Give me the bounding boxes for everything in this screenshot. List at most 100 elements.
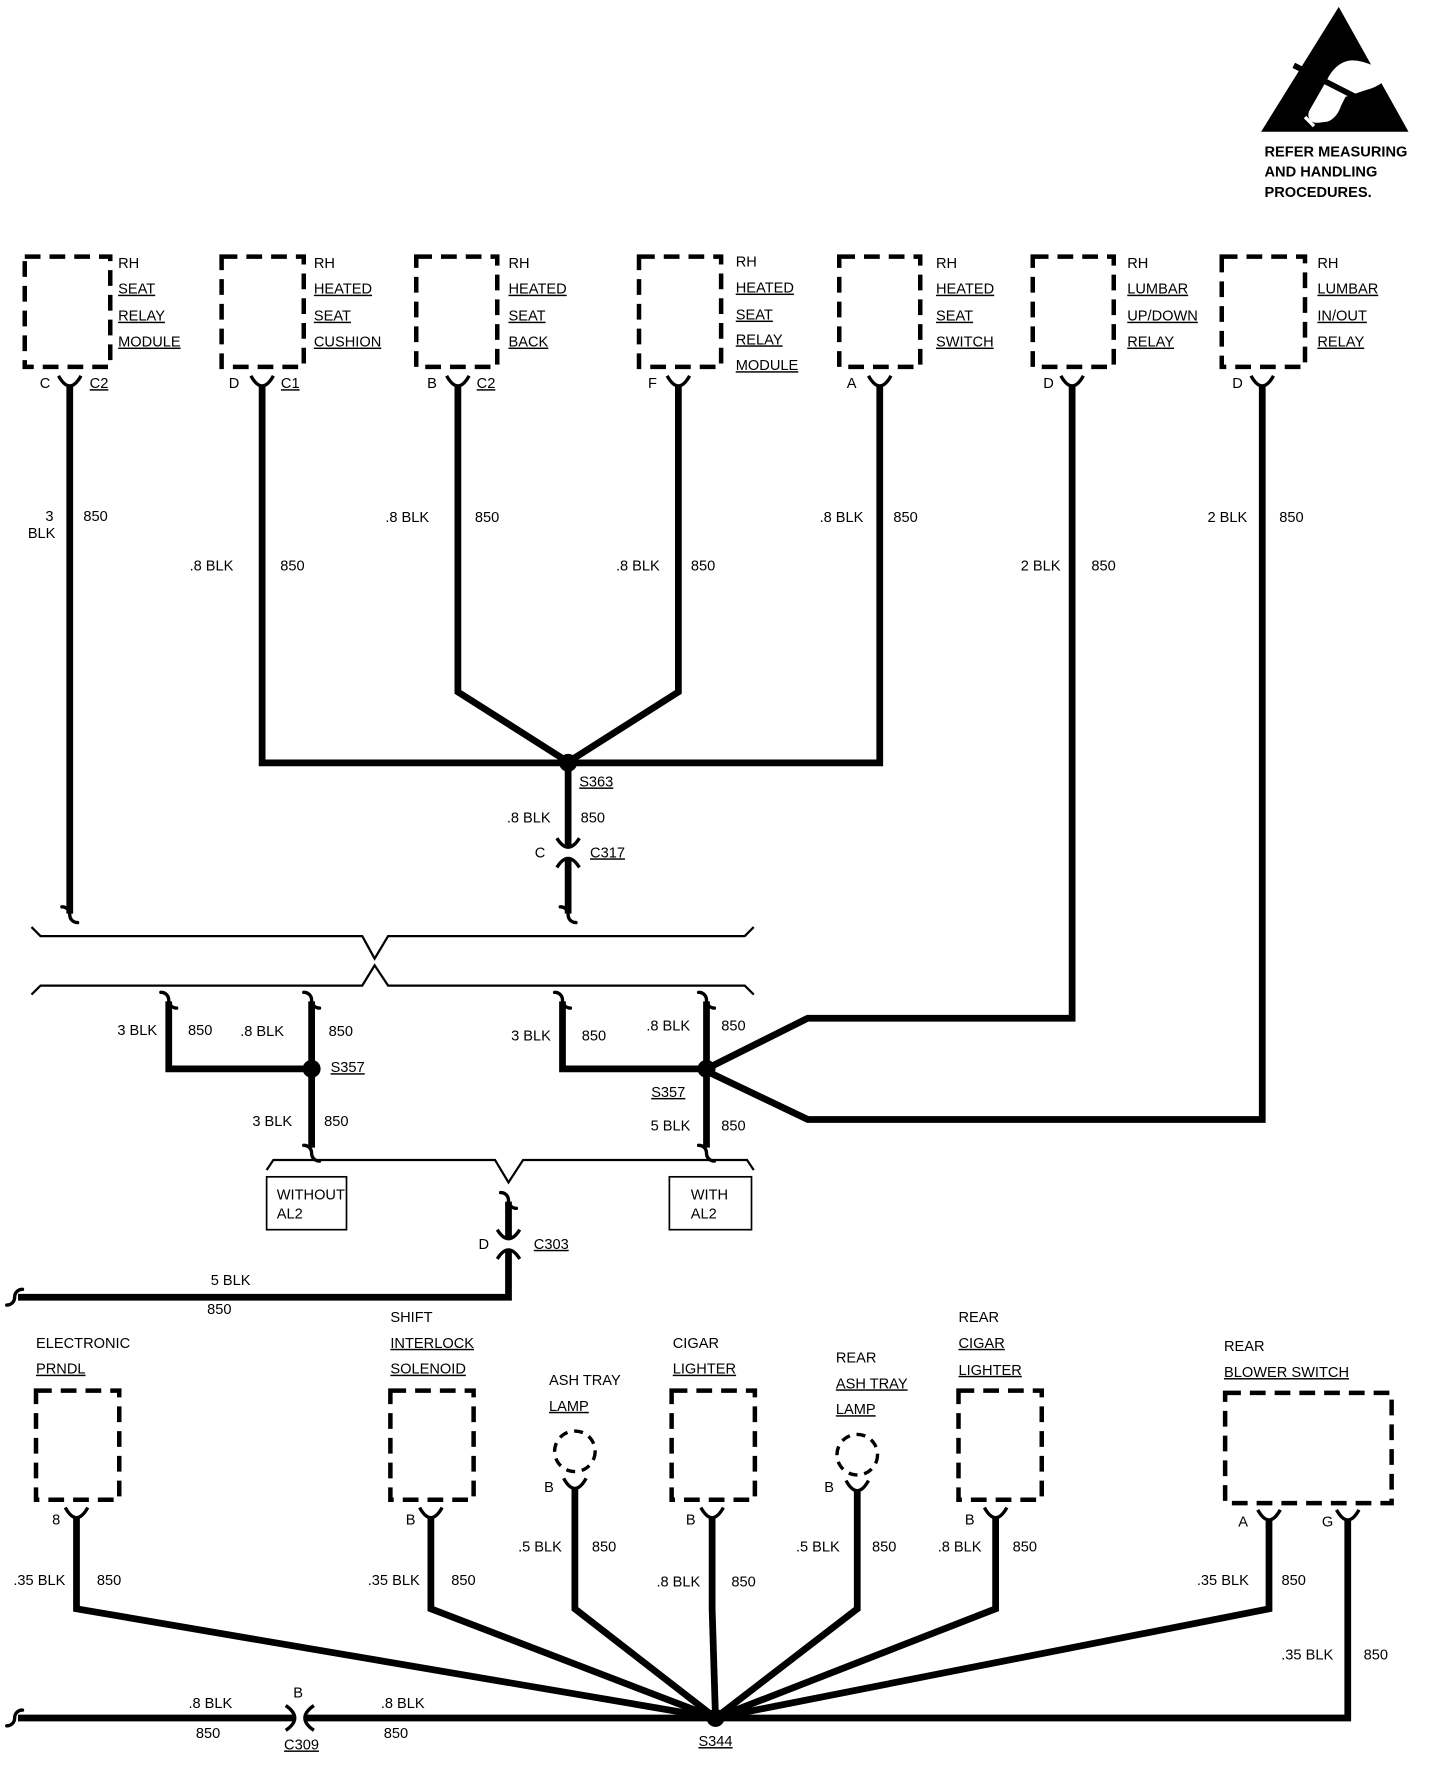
wire-size-label: .8 BLK [240, 1024, 284, 1040]
connector-label: C317 [590, 845, 625, 861]
harness-break-line [30, 926, 755, 961]
wire-size-label: 3 BLK [252, 1114, 292, 1130]
harness-break-mark [552, 990, 573, 1010]
component-label: LAMP [549, 1399, 589, 1415]
wire-circuit-label: 850 [731, 1574, 755, 1590]
wire-circuit-label: 850 [188, 1023, 212, 1039]
wire-size-label: .8 BLK [656, 1574, 700, 1590]
terminal-connector [1249, 374, 1275, 388]
pin-label: A [847, 376, 857, 392]
splice-dot [697, 1059, 716, 1078]
harness-break-mark [696, 990, 717, 1010]
component-label: ELECTRONIC [36, 1336, 130, 1352]
wire-circuit-label: 850 [451, 1573, 475, 1589]
component-rh-heated-seat-back: RH HEATED SEAT BACK B C2 [414, 254, 567, 392]
component-label: SEAT [314, 309, 351, 325]
component-label: PRNDL [36, 1362, 86, 1378]
component-label: CUSHION [314, 335, 381, 351]
component-label: RH [118, 256, 139, 272]
component-rh-heated-seat-cushion: RH HEATED SEAT CUSHION D C1 [219, 254, 381, 392]
harness-break-mark [302, 1143, 322, 1163]
component-box [837, 254, 923, 370]
connector-c303: D C303 [478, 1228, 569, 1260]
component-cigar-lighter: CIGAR LIGHTER B [669, 1336, 758, 1528]
wire-size-label: .5 BLK [518, 1539, 562, 1555]
component-label: CIGAR [959, 1336, 1005, 1352]
wire-size-label: 5 BLK [211, 1273, 251, 1289]
component-label: REAR [959, 1310, 1000, 1326]
harness-break-mark [5, 1287, 25, 1307]
wire-size-label: .8 BLK [616, 558, 660, 574]
pin-label: A [1238, 1515, 1248, 1531]
component-box [636, 254, 724, 370]
component-rear-ash-tray-lamp: REAR ASH TRAY LAMP B [824, 1350, 908, 1495]
wire-rear-cigar-lighter [714, 1517, 999, 1722]
wire-circuit-label: 850 [721, 1019, 745, 1035]
component-label: ASH TRAY [549, 1373, 621, 1389]
pin-label: D [1232, 376, 1243, 392]
connector-c317: C C317 [535, 837, 625, 869]
component-label: LIGHTER [959, 1363, 1022, 1379]
pin-label: B [544, 1480, 554, 1496]
wire-circuit-label: 850 [384, 1726, 408, 1742]
splice-dot [706, 1708, 725, 1727]
component-box [22, 254, 113, 370]
warning-line: REFER MEASURING [1265, 144, 1408, 160]
wire-cigar-lighter [708, 1517, 719, 1719]
wire-circuit-label: 850 [196, 1726, 220, 1742]
component-label: SWITCH [936, 335, 994, 351]
component-box [1222, 1390, 1394, 1506]
component-label: RELAY [1317, 335, 1364, 351]
component-label: RH [314, 256, 335, 272]
harness-break-mark [696, 1143, 717, 1163]
component-ash-tray-lamp: ASH TRAY LAMP B [544, 1373, 621, 1496]
component-label: MODULE [736, 358, 799, 374]
wire-size-label: .8 BLK [188, 1696, 232, 1712]
wire-heated-seat-cushion [258, 385, 569, 767]
connector-label: C309 [284, 1737, 319, 1753]
component-label: SEAT [936, 309, 973, 325]
harness-break-mark [302, 990, 322, 1010]
wire-circuit-label: 850 [475, 510, 499, 526]
component-label: LIGHTER [673, 1362, 736, 1378]
pin-label: B [406, 1512, 416, 1528]
component-box [414, 254, 500, 370]
component-label: RH [509, 256, 530, 272]
wire-circuit-label: 850 [280, 558, 304, 574]
wire-size-label: .8 BLK [938, 1539, 982, 1555]
wire-circuit-label: 850 [581, 810, 605, 826]
wire-size-label: BLK [28, 526, 56, 542]
option-label: WITH [691, 1187, 728, 1203]
lamp-icon [835, 1432, 880, 1477]
connector-label: C303 [534, 1237, 569, 1253]
splice-label: S344 [698, 1734, 732, 1750]
terminal-connector [699, 1506, 725, 1520]
component-rear-blower-switch: REAR BLOWER SWITCH A G [1222, 1339, 1394, 1531]
wire-size-label: 3 [45, 509, 53, 525]
component-label: RH [736, 255, 757, 271]
component-label: MODULE [118, 335, 181, 351]
terminal-connector [867, 374, 893, 388]
harness-break-mark [5, 1708, 25, 1728]
option-label: WITHOUT [277, 1187, 345, 1203]
harness-break-mark [159, 990, 179, 1010]
component-rh-heated-seat-switch: RH HEATED SEAT SWITCH A [837, 254, 994, 392]
terminal-connector [63, 1506, 90, 1520]
component-shift-interlock-solenoid: SHIFT INTERLOCK SOLENOID B [388, 1310, 476, 1528]
component-box [1219, 254, 1308, 370]
wire-size-label: .8 BLK [646, 1019, 690, 1035]
wire-size-label: .35 BLK [1281, 1647, 1333, 1663]
wire-circuit-label: 850 [83, 509, 107, 525]
component-label: SEAT [118, 282, 155, 298]
wire-circuit-label: 850 [329, 1024, 353, 1040]
wire-s357-right-in-3blk [559, 1001, 707, 1073]
wire-size-label: .8 BLK [190, 558, 234, 574]
component-label: ASH TRAY [836, 1376, 908, 1392]
component-label: INTERLOCK [390, 1336, 474, 1352]
wire-size-label: 2 BLK [1207, 510, 1247, 526]
terminal-connector [562, 1477, 588, 1491]
harness-break-line [30, 963, 755, 996]
pin-label: B [293, 1686, 303, 1702]
warning-line: PROCEDURES. [1265, 185, 1372, 201]
wire-size-label: .8 BLK [507, 810, 551, 826]
